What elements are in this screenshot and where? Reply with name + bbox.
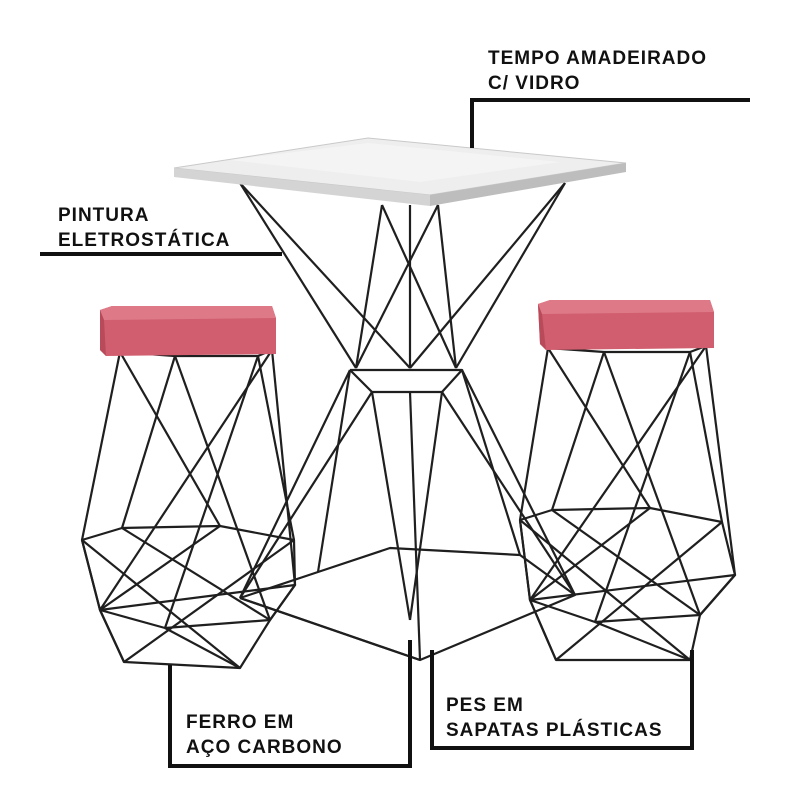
table-wire-frame — [239, 182, 577, 662]
left-stool-seat — [100, 306, 276, 356]
callout-feet: PES EM SAPATAS PLÁSTICAS — [446, 693, 663, 743]
callout-pintura-line2: ELETROSTÁTICA — [58, 230, 231, 251]
leader-line-tampo — [470, 98, 750, 148]
callout-pes-line1: PES EM — [446, 695, 524, 716]
callout-table-top: TEMPO AMADEIRADO C/ VIDRO — [488, 46, 707, 96]
callout-pes-line2: SAPATAS PLÁSTICAS — [446, 720, 663, 741]
left-stool-frame — [80, 348, 297, 670]
table-top — [173, 137, 627, 206]
callout-ferro-line1: FERRO EM — [186, 712, 295, 733]
callout-frame-material: FERRO EM AÇO CARBONO — [186, 710, 343, 760]
right-stool-seat — [538, 300, 714, 350]
callout-pintura-line1: PINTURA — [58, 205, 150, 226]
callout-tampo-line1: TEMPO AMADEIRADO — [488, 48, 708, 69]
left-stool — [80, 306, 297, 670]
callout-paint-finish: PINTURA ELETROSTÁTICA — [58, 203, 230, 253]
callout-leader-lines — [40, 98, 750, 768]
right-stool-frame — [518, 344, 737, 662]
right-stool — [518, 300, 737, 662]
leader-line-ferro — [168, 640, 412, 768]
leader-line-pes — [430, 650, 694, 750]
callout-tampo-line2: C/ VIDRO — [488, 73, 581, 94]
callout-ferro-line2: AÇO CARBONO — [186, 737, 343, 758]
